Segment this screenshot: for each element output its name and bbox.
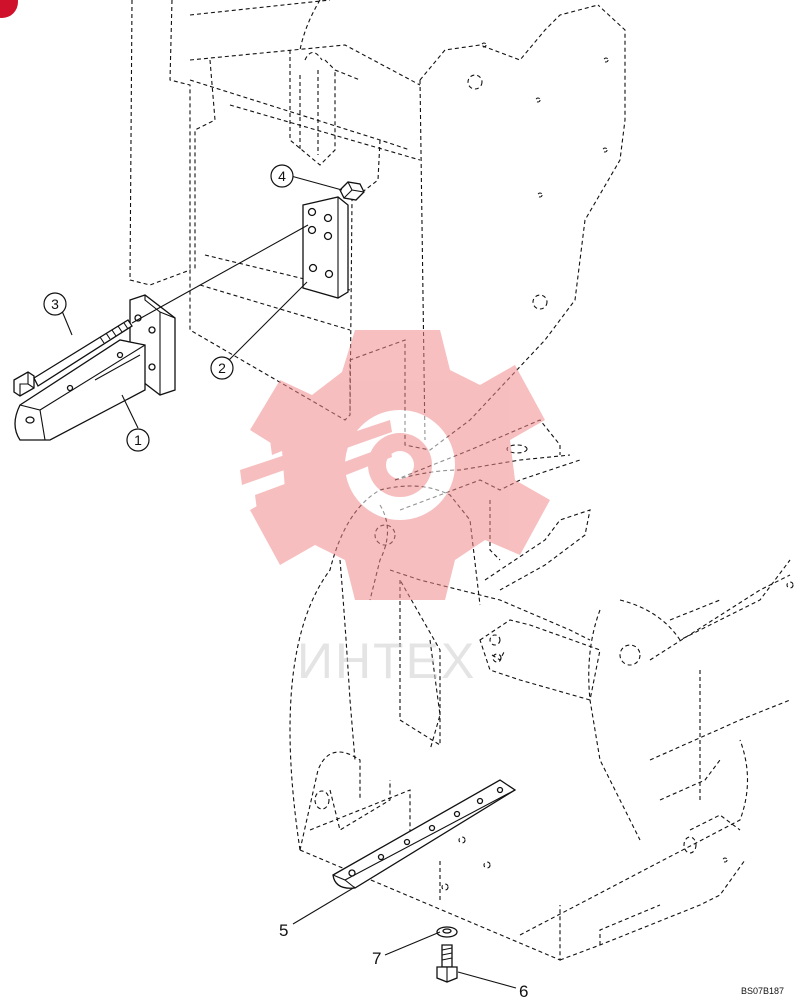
part-1-hitch-bracket (14, 294, 176, 441)
corner-badge-icon (0, 0, 18, 18)
callout-2-label: 2 (218, 360, 226, 376)
callout-7: 7 (372, 949, 381, 968)
callout-3-label: 3 (51, 296, 59, 312)
watermark-text: ИНТЕХ (297, 633, 476, 689)
callout-4-label: 4 (278, 168, 286, 184)
part-3-long-bolt (13, 224, 309, 397)
part-4-nut (339, 181, 365, 201)
callout-1: 1 (126, 428, 150, 452)
part-7-washer (436, 926, 458, 938)
part-6-bolt (436, 944, 458, 983)
part-2-mounting-plate (302, 196, 349, 299)
callout-5: 5 (279, 921, 288, 940)
gear-icon (240, 330, 550, 600)
callout-leaders (61, 175, 517, 989)
callout-2: 2 (210, 356, 234, 380)
callout-5-label: 5 (279, 921, 288, 940)
callout-3: 3 (43, 292, 67, 316)
callout-4: 4 (270, 164, 294, 188)
callout-7-label: 7 (372, 949, 381, 968)
callout-6: 6 (519, 982, 528, 1000)
callout-1-label: 1 (134, 432, 142, 448)
watermark-logo: ИНТЕХ (240, 330, 550, 689)
part-5-drawbar (332, 779, 517, 889)
drawing-code: BS07B187 (741, 986, 784, 996)
callout-6-label: 6 (519, 982, 528, 1000)
